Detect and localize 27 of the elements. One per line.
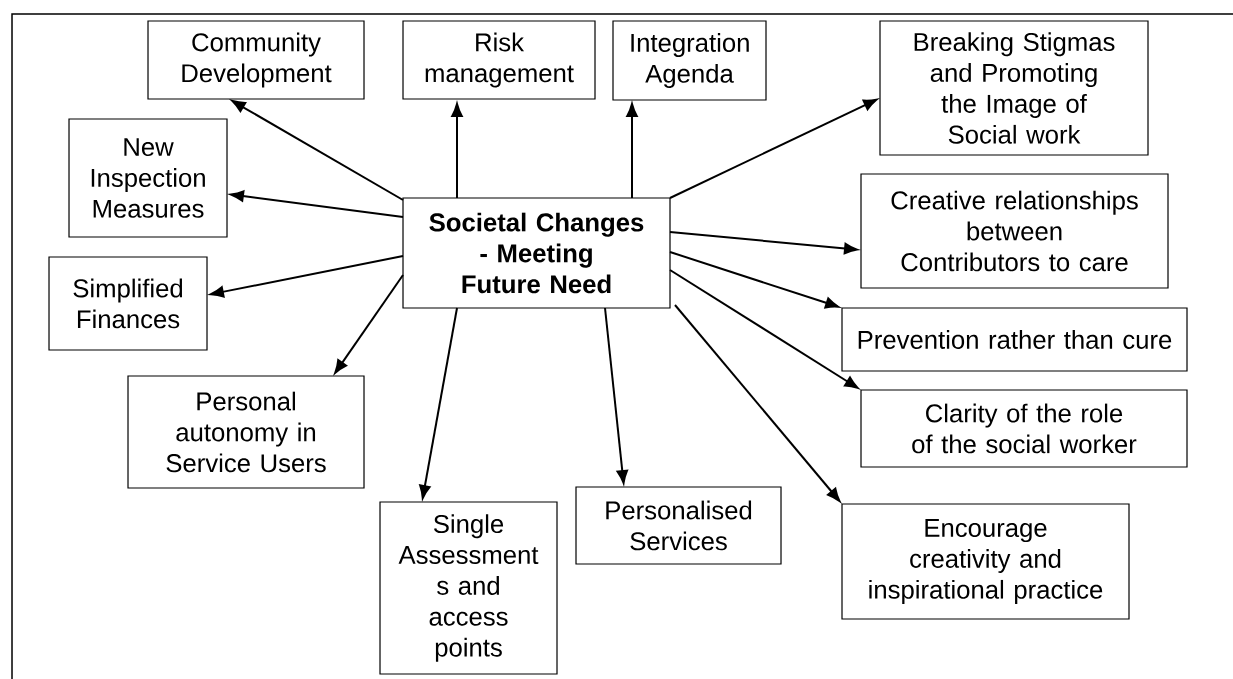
arrow <box>230 190 404 218</box>
topic-box: Integration Agenda <box>612 20 767 101</box>
arrow <box>669 231 858 255</box>
arrow <box>231 100 404 201</box>
topic-box: Community Development <box>147 20 365 100</box>
topic-box: Simplified Finances <box>48 256 208 351</box>
arrow <box>210 255 404 298</box>
topic-box: Prevention rather than cure <box>841 307 1188 372</box>
topic-box: Personalised Services <box>575 486 782 565</box>
topic-box: Breaking Stigmas and Promoting the Image of Social work <box>879 20 1149 156</box>
arrow <box>604 307 629 484</box>
topic-box: Clarity of the role of the social worker <box>860 389 1188 468</box>
arrow <box>669 251 840 309</box>
central-topic-box: Societal Changes - Meeting Future Need <box>402 197 671 309</box>
topic-box: Creative relationships between Contributors to care <box>860 173 1169 289</box>
topic-box: Risk management <box>402 20 596 100</box>
topic-box: New Inspection Measures <box>68 118 228 238</box>
arrow <box>419 307 458 499</box>
arrow <box>669 98 878 199</box>
arrow <box>669 269 859 389</box>
arrow <box>334 274 404 374</box>
arrow <box>626 103 638 199</box>
arrow <box>674 304 841 502</box>
arrow <box>451 103 463 199</box>
topic-box: Encourage creativity and inspirational practice <box>841 503 1130 620</box>
topic-box: Single Assessment s and access points <box>379 501 558 675</box>
topic-box: Personal autonomy in Service Users <box>127 375 365 489</box>
